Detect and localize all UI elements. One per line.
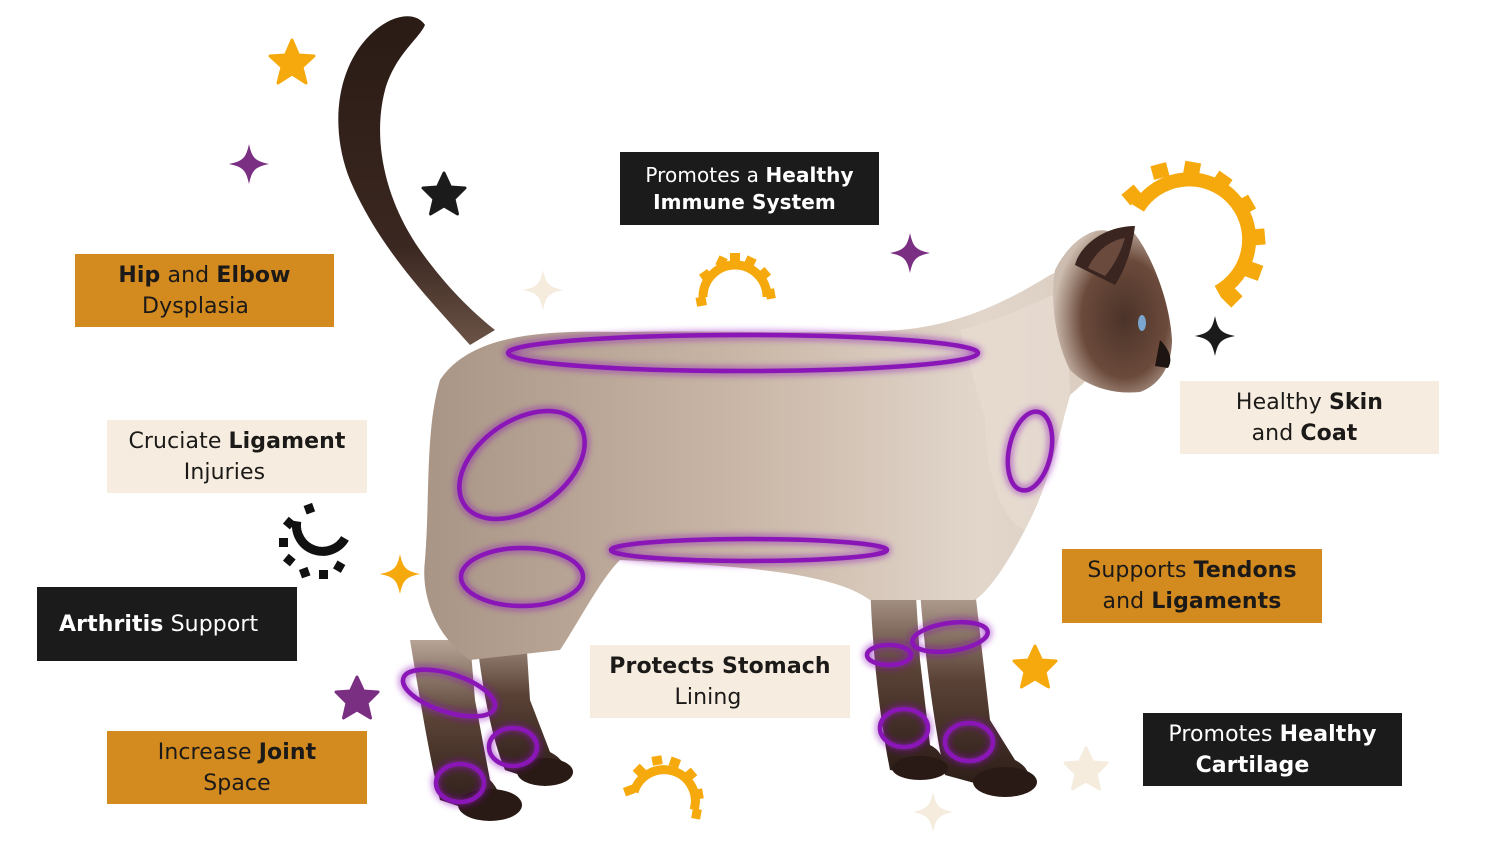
cat-front-leg-back [870,580,944,778]
ring-rear-hock [400,667,498,719]
ring-belly [608,536,890,564]
star-icon [268,38,316,85]
sparkle-icon [523,270,563,310]
label-increase-joint-space: Increase Joint Space [107,731,367,804]
star-icon [334,675,380,720]
ring-front-elbow-front [910,619,990,655]
label-promotes-healthy-cartilage: Promotes Healthy Cartilage [1143,713,1402,786]
label-hip-elbow-dysplasia: Hip and Elbow Dysplasia [75,254,334,327]
ring-back [505,332,981,374]
label-healthy-immune-system: Promotes a Healthy Immune System [620,152,879,225]
label-supports-tendons-ligaments: Supports Tendons and Ligaments [1062,549,1322,623]
sparkle-icon [229,144,269,184]
ring-rear-paw-back [433,761,487,805]
cat-tail [338,16,495,346]
label-protects-stomach-lining: Protects Stomach Lining [590,645,850,718]
gear-arc-icon [279,502,349,579]
ring-rear-paw-front [486,725,540,769]
cat-rear-leg-front [475,620,565,785]
ring-front-paw-front [942,720,996,764]
star-icon [421,171,467,216]
star-icon [1012,644,1058,689]
ring-front-elbow-back [864,642,914,668]
label-cruciate-ligament-injuries: Cruciate Ligament Injuries [107,420,367,493]
gear-arc-icon [1121,160,1266,308]
ring-chest [1005,409,1055,493]
ring-front-paw-back [877,706,931,750]
cat-head [1053,226,1172,393]
gear-arc-icon [622,755,704,820]
sparkle-icon [380,554,420,594]
ring-hip [457,408,587,522]
sparkle-icon [913,792,953,832]
highlight-rings [400,332,1055,805]
label-healthy-skin-coat: Healthy Skin and Coat [1180,381,1439,454]
sparkle-icon [1195,316,1235,356]
label-arthritis-support: Arthritis Support [37,587,297,661]
star-icon [1063,746,1109,791]
cat-chest [960,290,1070,530]
decorations [229,38,1266,832]
ring-thigh [458,545,586,609]
gear-arc-icon [695,253,776,307]
sparkle-icon [890,233,930,273]
cat-eye [1138,315,1146,331]
